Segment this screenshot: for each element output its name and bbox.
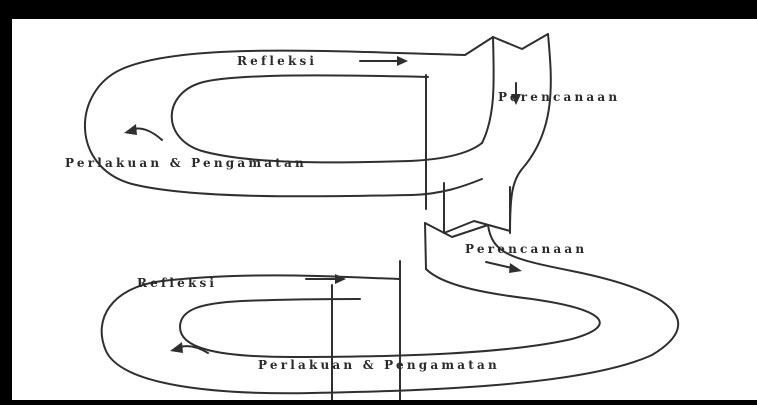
cycle-2-reflection-label: Refleksi <box>137 276 217 290</box>
cycle-2-action-arrow <box>180 346 208 353</box>
cycle-1-planning-label: Perencanaan <box>498 90 620 104</box>
cycle-1-action-arrowhead <box>124 124 137 135</box>
cycle-2-spiral <box>102 223 679 400</box>
connector-notch <box>444 221 510 233</box>
cycle-1-reflection-arrowhead <box>397 56 408 66</box>
cycle-1-action-observation-label: Perlakuan & Pengamatan <box>65 156 307 170</box>
cycle-2-reflection-arrowhead <box>335 274 346 284</box>
cycle-1-inner-band <box>172 75 482 162</box>
cycle-1-action-arrow <box>134 128 162 140</box>
direction-arrows <box>124 56 522 353</box>
cycle-2-notch <box>425 223 488 237</box>
cycle-2-planning-arrow <box>486 262 512 268</box>
cycle-1-reflection-label: Refleksi <box>237 54 317 68</box>
diagram-labels: Refleksi Perencanaan Perlakuan & Pengama… <box>65 54 620 372</box>
diagram-canvas: Refleksi Perencanaan Perlakuan & Pengama… <box>12 19 757 400</box>
cycle-2-action-arrowhead <box>170 342 183 353</box>
cycle-1-right-arm-outer <box>510 34 551 233</box>
cycle-2-planning-arrowhead <box>509 263 522 273</box>
cycle-1-right-arm-inner <box>482 37 494 143</box>
cycle-1-notch <box>493 34 548 49</box>
action-research-spiral-diagram: Refleksi Perencanaan Perlakuan & Pengama… <box>12 19 757 400</box>
cycle-2-action-observation-label: Perlakuan & Pengamatan <box>258 358 500 372</box>
cycle-2-planning-label: Perencanaan <box>465 242 587 256</box>
cycle-2-left-down <box>425 223 426 269</box>
cycle-2-inner-band <box>180 269 600 357</box>
